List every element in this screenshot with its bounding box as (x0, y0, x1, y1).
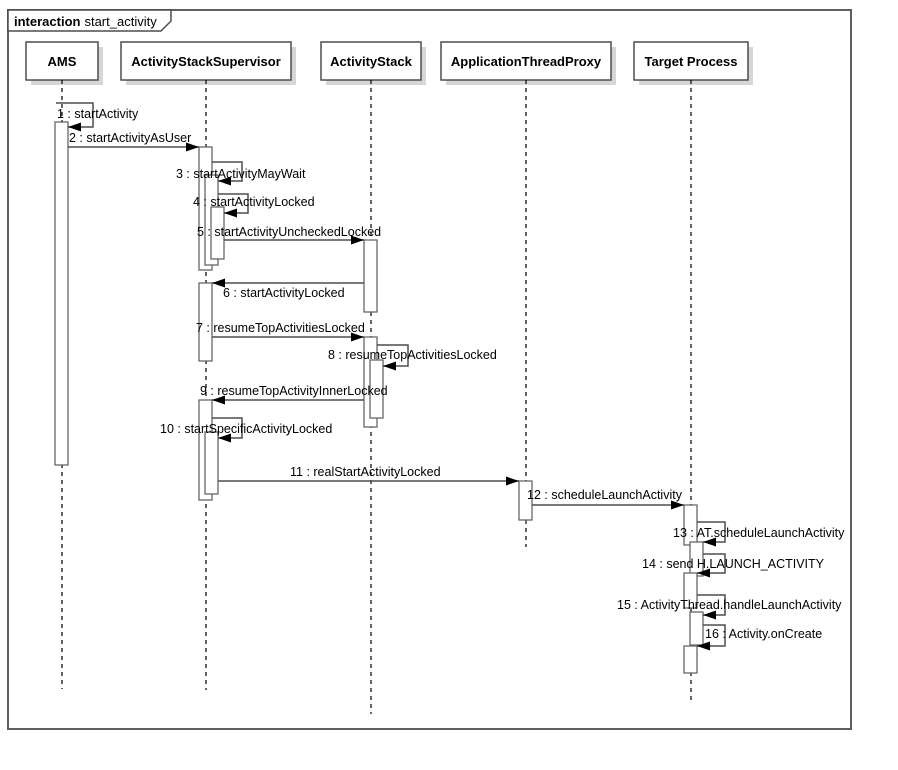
message-label-16[interactable]: 16 : Activity.onCreate (705, 627, 822, 641)
interaction-frame (7, 9, 852, 730)
message-label-9[interactable]: 9 : resumeTopActivityInnerLocked (200, 384, 388, 398)
message-arrowhead (506, 476, 519, 486)
message-arrowhead (671, 500, 684, 510)
message-label-4[interactable]: 4 : startActivityLocked (193, 195, 315, 209)
message-label-14[interactable]: 14 : send H.LAUNCH_ACTIVITY (642, 557, 825, 571)
lifeline-target-process: Target Process (633, 41, 753, 701)
frame-title-name: start_activity (84, 14, 157, 29)
lifeline-label-application-thread-proxy: ApplicationThreadProxy (451, 54, 602, 69)
message-arrowhead (212, 395, 225, 405)
message-3-self: 3 : startActivityMayWait (176, 161, 306, 186)
message-label-1[interactable]: 1 : startActivity (57, 107, 139, 121)
message-label-2[interactable]: 2 : startActivityAsUser (69, 131, 191, 145)
message-label-5[interactable]: 5 : startActivityUncheckedLocked (197, 225, 381, 239)
lifeline-head-activity-stack-supervisor[interactable] (120, 41, 292, 81)
lifeline-head-ams[interactable] (25, 41, 99, 81)
frame-title-keyword: interaction (14, 14, 81, 29)
message-label-13[interactable]: 13 : AT.scheduleLaunchActivity (673, 526, 845, 540)
message-11-straight: 11 : realStartActivityLocked (218, 465, 519, 486)
message-label-12[interactable]: 12 : scheduleLaunchActivity (527, 488, 683, 502)
message-arrowhead (383, 361, 396, 371)
lifeline-label-ams: AMS (48, 54, 77, 69)
message-line[interactable] (697, 553, 726, 574)
lifeline-label-target-process: Target Process (645, 54, 738, 69)
message-7-straight: 7 : resumeTopActivitiesLocked (196, 321, 365, 342)
message-arrowhead (218, 433, 231, 443)
activation-bar-target-process[interactable] (683, 572, 698, 609)
message-5-straight: 5 : startActivityUncheckedLocked (197, 225, 381, 245)
activation-bar-activity-stack-supervisor[interactable] (198, 282, 213, 362)
message-10-self: 10 : startSpecificActivityLocked (160, 417, 332, 443)
activation-bar-application-thread-proxy[interactable] (518, 480, 533, 521)
message-arrowhead (186, 142, 199, 152)
lifeline-label-activity-stack-supervisor: ActivityStackSupervisor (131, 54, 281, 69)
activation-bar-target-process[interactable] (683, 645, 698, 674)
message-arrowhead (697, 568, 710, 578)
lifeline-label-activity-stack: ActivityStack (330, 54, 412, 69)
frame-title-pentagon (7, 9, 172, 32)
message-arrowhead (703, 610, 716, 620)
message-label-8[interactable]: 8 : resumeTopActivitiesLocked (328, 348, 497, 362)
message-label-10[interactable]: 10 : startSpecificActivityLocked (160, 422, 332, 436)
message-arrowhead (697, 641, 710, 651)
message-2-straight: 2 : startActivityAsUser (68, 131, 199, 152)
message-4-self: 4 : startActivityLocked (193, 193, 315, 218)
activation-bar-activity-stack-supervisor[interactable] (204, 431, 219, 495)
lifeline-application-thread-proxy: ApplicationThreadProxy (440, 41, 616, 547)
message-16-self: 16 : Activity.onCreate (697, 624, 822, 651)
message-arrowhead (703, 537, 716, 547)
activation-bar-activity-stack-supervisor[interactable] (210, 206, 225, 260)
message-line[interactable] (697, 624, 726, 647)
message-arrowhead (224, 208, 237, 218)
message-15-self: 15 : ActivityThread.handleLaunchActivity (617, 594, 842, 620)
lifeline-activity-stack: ActivityStack (320, 41, 426, 714)
message-1-self: 1 : startActivity (56, 102, 139, 132)
message-label-6[interactable]: 6 : startActivityLocked (223, 286, 345, 300)
message-13-self: 13 : AT.scheduleLaunchActivity (673, 521, 845, 547)
message-label-3[interactable]: 3 : startActivityMayWait (176, 167, 306, 181)
message-14-self: 14 : send H.LAUNCH_ACTIVITY (642, 553, 825, 578)
message-8-self: 8 : resumeTopActivitiesLocked (328, 344, 497, 371)
message-12-straight: 12 : scheduleLaunchActivity (527, 488, 684, 510)
activation-bar-target-process[interactable] (689, 611, 704, 646)
message-6-straight: 6 : startActivityLocked (212, 278, 364, 300)
message-arrowhead (212, 278, 225, 288)
activation-bar-activity-stack[interactable] (369, 359, 384, 419)
message-label-15[interactable]: 15 : ActivityThread.handleLaunchActivity (617, 598, 842, 612)
message-label-11[interactable]: 11 : realStartActivityLocked (290, 465, 441, 479)
message-arrowhead (218, 176, 231, 186)
lifeline-head-target-process[interactable] (633, 41, 749, 81)
lifeline-activity-stack-supervisor: ActivityStackSupervisor (120, 41, 296, 690)
message-arrowhead (351, 235, 364, 245)
activation-bar-activity-stack[interactable] (363, 239, 378, 313)
message-arrowhead (351, 332, 364, 342)
message-arrowhead (68, 122, 81, 132)
message-9-straight: 9 : resumeTopActivityInnerLocked (200, 384, 388, 405)
lifeline-head-application-thread-proxy[interactable] (440, 41, 612, 81)
message-label-7[interactable]: 7 : resumeTopActivitiesLocked (196, 321, 365, 335)
activation-bar-ams[interactable] (54, 121, 69, 466)
